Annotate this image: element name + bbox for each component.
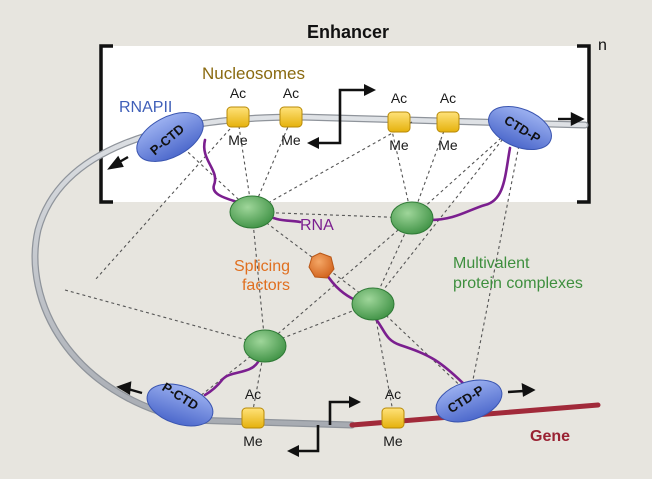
rnapii-enhancer-left	[136, 112, 204, 162]
nucleosomes-label: Nucleosomes	[202, 64, 305, 83]
nucleosome-3	[387, 111, 411, 133]
gene-label: Gene	[530, 428, 570, 445]
arrowheads	[287, 84, 376, 457]
right-bracket	[577, 44, 591, 204]
arrowhead-icon	[287, 445, 299, 457]
tss-enhancer-forward-arrow	[338, 88, 365, 118]
tss-arrows	[298, 88, 365, 453]
tss-gene-forward-arrow	[328, 400, 350, 425]
me-label-4: Me	[438, 137, 458, 153]
enhancer-title: Enhancer	[307, 22, 389, 42]
rnapii-enhancer-right	[488, 105, 552, 151]
multivalent-label-line2: protein complexes	[453, 275, 583, 292]
rnapii-label: RNAPII	[119, 99, 172, 116]
nucleosome-5	[241, 407, 265, 429]
ac-label-3: Ac	[391, 90, 407, 106]
nucleosome-4	[436, 111, 460, 133]
ac-label-5: Ac	[245, 386, 261, 402]
rnapii-gene-right	[435, 379, 503, 423]
splicing-label-line2: factors	[242, 277, 290, 294]
me-label-5: Me	[243, 433, 263, 449]
rna-label: RNA	[300, 217, 334, 234]
protein-complex-1	[229, 195, 275, 229]
multivalent-label-line1: Multivalent	[453, 255, 530, 272]
arrow-right-gene-icon	[521, 382, 536, 397]
direction-arrows	[107, 112, 585, 397]
arrowhead-icon	[349, 396, 361, 408]
me-label-3: Me	[389, 137, 409, 153]
nucleosome-6	[381, 407, 405, 429]
me-label-1: Me	[228, 132, 248, 148]
nucleosomes	[226, 106, 460, 429]
splicing-label-line1: Splicing	[234, 258, 290, 275]
nucleosome-2	[279, 106, 303, 128]
ac-label-6: Ac	[385, 386, 401, 402]
splicing-factor	[308, 252, 335, 279]
rnapii-gene-left	[146, 383, 214, 427]
arrow-left-enhancer-icon	[107, 155, 124, 170]
arrowhead-icon	[364, 84, 376, 96]
tss-gene-reverse-arrow	[298, 425, 320, 453]
me-label-2: Me	[281, 132, 301, 148]
protein-complex-2	[390, 201, 434, 235]
ac-label-2: Ac	[283, 85, 299, 101]
nucleosome-1	[226, 106, 250, 128]
arrowhead-icon	[307, 137, 319, 149]
tss-enhancer-reverse-arrow	[318, 118, 342, 145]
protein-complex-3	[351, 287, 395, 321]
ac-label-4: Ac	[440, 90, 456, 106]
protein-complex-4	[243, 329, 287, 363]
rna-strands	[202, 138, 512, 397]
ac-label-1: Ac	[230, 85, 246, 101]
me-label-6: Me	[383, 433, 403, 449]
arrow-left-gene-icon	[116, 381, 132, 396]
repeat-label: n	[598, 37, 607, 54]
arrow-right-enhancer-icon	[570, 112, 585, 126]
left-bracket	[99, 44, 113, 204]
